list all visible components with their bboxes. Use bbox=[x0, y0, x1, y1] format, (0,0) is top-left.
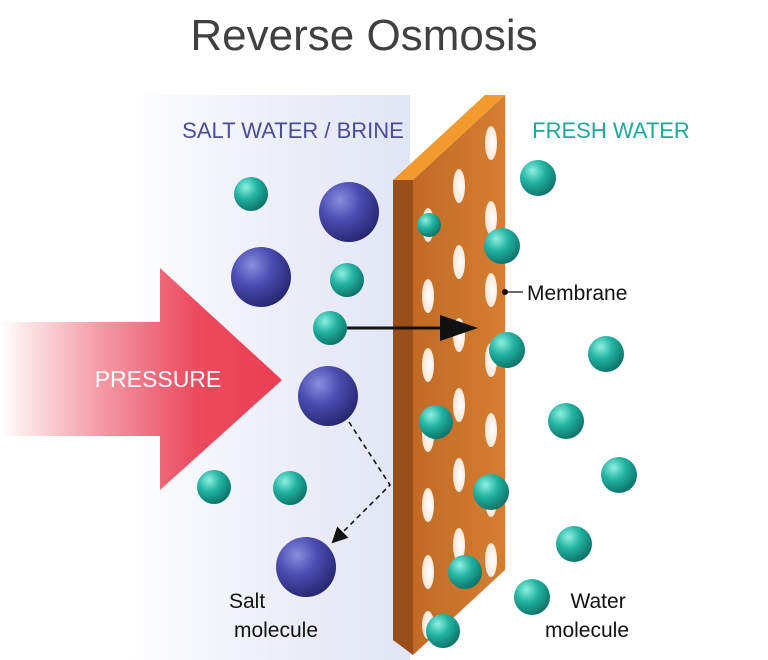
water-molecule-label-line1: Water bbox=[570, 590, 625, 613]
water-molecule-icon bbox=[484, 228, 520, 264]
water-molecule-icon bbox=[514, 579, 550, 615]
salt-molecule-icon bbox=[231, 247, 291, 307]
water-molecule-icon bbox=[448, 555, 482, 589]
water-molecule-icon bbox=[489, 332, 525, 368]
water-molecule-icon bbox=[556, 526, 592, 562]
water-molecule-icon bbox=[548, 403, 584, 439]
membrane-front-face bbox=[413, 95, 505, 655]
water-flow-arrow bbox=[346, 315, 478, 341]
pressure-arrow: PRESSURE bbox=[0, 268, 282, 490]
salt-molecule-label-line1: Salt bbox=[229, 590, 265, 613]
water-molecule-label-line2: molecule bbox=[545, 619, 629, 642]
water-molecule-icon bbox=[330, 263, 364, 297]
water-molecule-icon bbox=[520, 160, 556, 196]
salt-molecules bbox=[231, 182, 379, 597]
salt-molecule-label-line2: molecule bbox=[234, 619, 318, 642]
water-molecule-icon bbox=[417, 213, 441, 237]
salt-water-label: SALT WATER / BRINE bbox=[182, 118, 404, 143]
membrane-pointer bbox=[502, 289, 523, 295]
salt-molecule-label: Salt molecule bbox=[229, 590, 318, 642]
water-molecule-icon bbox=[313, 311, 347, 345]
membrane bbox=[393, 95, 505, 655]
water-molecules bbox=[197, 160, 637, 648]
pressure-label: PRESSURE bbox=[95, 366, 222, 392]
water-molecule-icon bbox=[234, 177, 268, 211]
membrane-top-face bbox=[393, 95, 505, 180]
water-molecule-icon bbox=[588, 336, 624, 372]
salt-molecule-icon bbox=[276, 537, 336, 597]
water-molecule-icon bbox=[197, 470, 231, 504]
water-molecule-label: Water molecule bbox=[545, 590, 632, 642]
water-molecule-icon bbox=[601, 457, 637, 493]
salt-blocked-path bbox=[331, 421, 392, 544]
water-molecule-icon bbox=[473, 474, 509, 510]
salt-molecule-icon bbox=[298, 366, 358, 426]
membrane-side-face bbox=[393, 180, 413, 655]
fresh-water-label: FRESH WATER bbox=[532, 118, 690, 143]
membrane-label: Membrane bbox=[527, 282, 627, 305]
water-molecule-icon bbox=[426, 614, 460, 648]
page-title: Reverse Osmosis bbox=[190, 11, 537, 60]
salt-molecule-icon bbox=[319, 182, 379, 242]
water-molecule-icon bbox=[273, 471, 307, 505]
water-molecule-icon bbox=[419, 405, 453, 439]
